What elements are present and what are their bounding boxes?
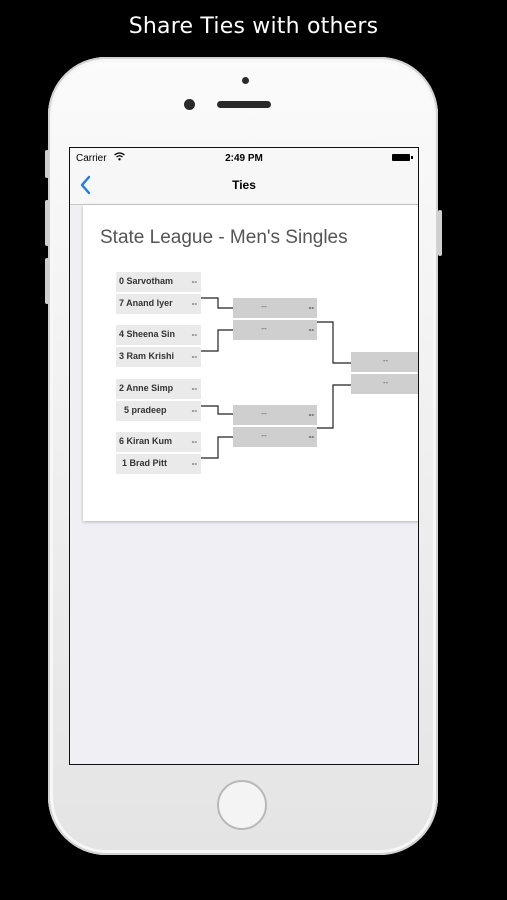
player-name: 4 Sheena Sin [119, 329, 176, 339]
player-score: -- [191, 352, 197, 361]
tournament-card: State League - Men's Singles 0 Sarvotham… [83, 205, 418, 521]
home-button[interactable] [217, 780, 267, 830]
player-score: -- [191, 277, 197, 286]
status-bar: Carrier 2:49 PM [70, 148, 418, 168]
slot-name: -- [261, 409, 267, 418]
slot-score: -- [308, 303, 314, 312]
promo-caption: Share Ties with others [128, 14, 379, 39]
slot-name: -- [382, 378, 389, 387]
status-time: 2:49 PM [225, 153, 263, 164]
battery-icon [392, 154, 413, 161]
slot-score: -- [308, 325, 314, 334]
player-name: 2 Anne Simp [119, 383, 174, 393]
navigation-bar: Ties [70, 168, 418, 205]
slot-name: -- [261, 302, 267, 311]
player-name: 3 Ram Krishi [119, 351, 175, 361]
carrier-label: Carrier [76, 153, 107, 164]
match-1-player-2-slot[interactable]: 7 Anand Iyer -- [116, 294, 201, 314]
player-score: -- [191, 437, 197, 446]
semifinal-1-slot-2[interactable]: -- -- [233, 320, 317, 340]
final-slot-2[interactable]: -- [351, 374, 418, 394]
player-name: 0 Sarvotham [119, 276, 174, 286]
front-camera [184, 99, 195, 110]
match-1-player-1-slot[interactable]: 0 Sarvotham -- [116, 272, 201, 292]
wifi-icon [114, 152, 125, 164]
semifinal-1-slot-1[interactable]: -- -- [233, 298, 317, 318]
match-3-player-2-slot[interactable]: 5 pradeep -- [116, 401, 201, 421]
player-name: 5 pradeep [124, 405, 167, 415]
player-name: 7 Anand Iyer [119, 298, 173, 308]
match-4-player-2-slot[interactable]: 1 Brad Pitt -- [116, 454, 201, 474]
player-score: -- [191, 330, 197, 339]
final-slot-1[interactable]: -- [351, 352, 418, 372]
earpiece-speaker [217, 101, 271, 108]
sensor-dot [242, 77, 249, 84]
app-screen: Carrier 2:49 PM Ties State League - Men'… [69, 147, 419, 765]
player-score: -- [191, 406, 197, 415]
match-2-player-2-slot[interactable]: 3 Ram Krishi -- [116, 347, 201, 367]
match-2-player-1-slot[interactable]: 4 Sheena Sin -- [116, 325, 201, 345]
volume-down-button [45, 258, 49, 304]
bracket-connectors [201, 297, 351, 459]
semifinal-2-slot-1[interactable]: -- -- [233, 405, 317, 425]
nav-title: Ties [232, 178, 256, 192]
power-button [438, 210, 442, 256]
tournament-title: State League - Men's Singles [100, 227, 348, 248]
back-chevron-icon[interactable] [76, 174, 98, 196]
slot-score: -- [308, 410, 314, 419]
player-name: 6 Kiran Kum [119, 436, 173, 446]
player-score: -- [191, 299, 197, 308]
slot-name: -- [261, 431, 267, 440]
slot-score: -- [308, 432, 314, 441]
player-score: -- [191, 459, 197, 468]
match-3-player-1-slot[interactable]: 2 Anne Simp -- [116, 379, 201, 399]
volume-up-button [45, 200, 49, 246]
slot-name: -- [261, 324, 267, 333]
slot-name: -- [382, 356, 389, 365]
player-score: -- [191, 384, 197, 393]
semifinal-2-slot-2[interactable]: -- -- [233, 427, 317, 447]
match-4-player-1-slot[interactable]: 6 Kiran Kum -- [116, 432, 201, 452]
mute-switch [45, 150, 49, 178]
player-name: 1 Brad Pitt [122, 458, 168, 468]
